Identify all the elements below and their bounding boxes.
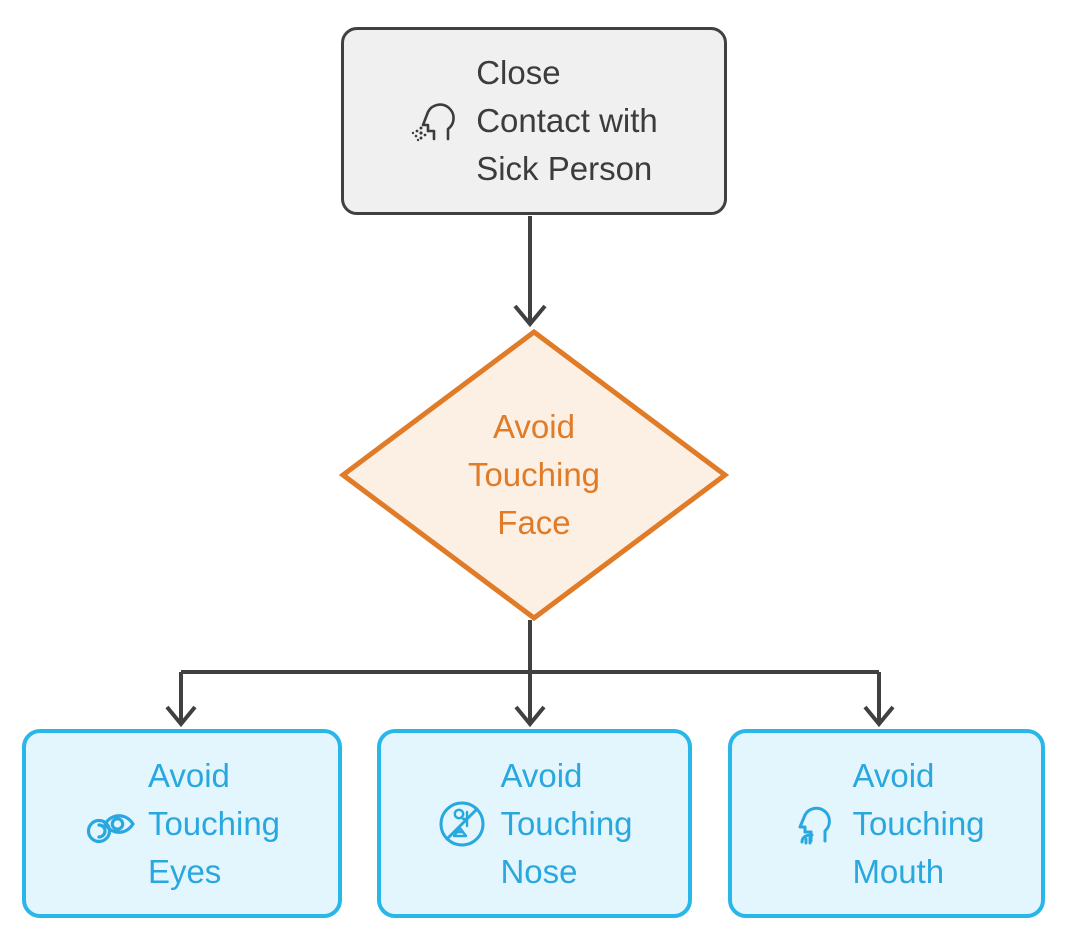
- node-avoid-touching-mouth-label: Avoid Touching Mouth: [852, 756, 985, 890]
- node-close-contact[interactable]: Close Contact with Sick Person: [341, 27, 727, 215]
- no-touching-nose-icon: [439, 801, 485, 846]
- node-avoid-touching-nose-label: Avoid Touching Nose: [500, 756, 633, 890]
- arrowhead-to-nose: [514, 705, 546, 728]
- arrowhead-to-decision: [513, 304, 547, 328]
- arrowhead-to-eyes: [165, 705, 197, 728]
- diamond-shape: [339, 328, 729, 622]
- node-avoid-touching-mouth[interactable]: Avoid Touching Mouth: [728, 729, 1045, 918]
- node-avoid-touching-nose[interactable]: Avoid Touching Nose: [377, 729, 692, 918]
- node-avoid-touching-face[interactable]: Avoid Touching Face: [339, 328, 729, 622]
- eye-icon: [86, 813, 135, 843]
- sneezing-head-icon: [412, 103, 456, 142]
- node-avoid-touching-face-label: Avoid Touching Face: [467, 408, 601, 541]
- droplets: [412, 126, 427, 142]
- head-mouth-icon: [798, 806, 832, 844]
- node-avoid-touching-eyes[interactable]: Avoid Touching Eyes: [22, 729, 342, 918]
- arrowhead-to-mouth: [863, 705, 895, 728]
- node-close-contact-label: Close Contact with Sick Person: [476, 54, 658, 187]
- node-avoid-touching-eyes-label: Avoid Touching Eyes: [147, 756, 281, 890]
